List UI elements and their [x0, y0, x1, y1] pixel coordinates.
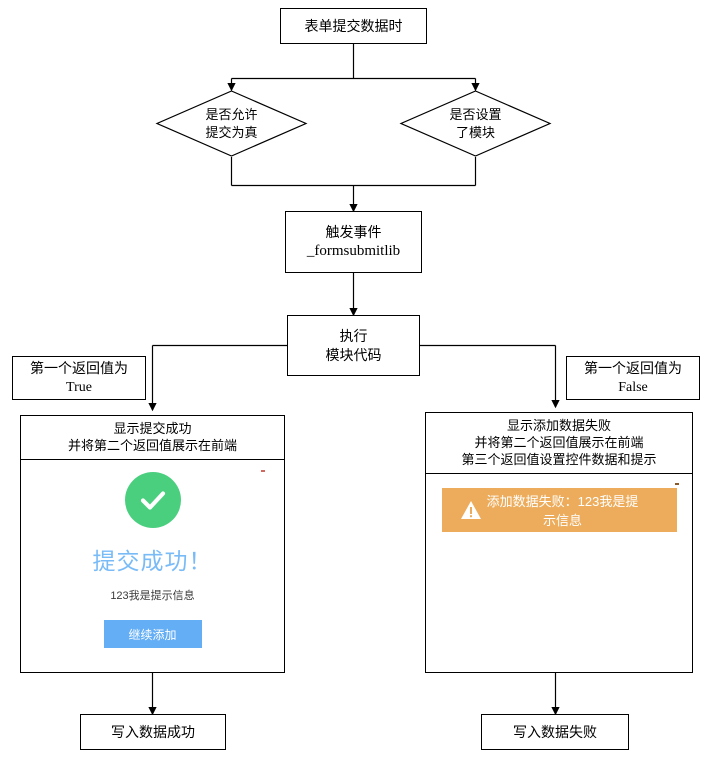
node-label: 写入数据成功 [111, 723, 195, 740]
error-result-panel: 显示添加数据失败 并将第二个返回值展示在前端 第三个返回值设置控件数据和提示 添… [425, 412, 693, 673]
node-write-data-success[interactable]: 写入数据成功 [80, 714, 226, 750]
success-screenshot: 提交成功！ 123我是提示信息 继续添加 [21, 460, 284, 672]
branch-label-return-false: 第一个返回值为 False [566, 356, 700, 400]
node-label-line2: 模块代码 [325, 346, 382, 363]
success-message: 123我是提示信息 [110, 590, 195, 602]
success-result-panel: 显示提交成功 并将第二个返回值展示在前端 提交成功！ 123我是提示信息 继续添… [20, 415, 285, 673]
decision-allow-submit-true[interactable]: 是否允许 提交为真 [155, 90, 308, 157]
node-write-data-failure[interactable]: 写入数据失败 [481, 714, 629, 750]
node-execute-module-code[interactable]: 执行 模块代码 [287, 315, 420, 376]
decision-module-configured[interactable]: 是否设置 了模块 [399, 90, 552, 157]
node-label-line1: 触发事件 [325, 224, 382, 240]
error-screenshot: 添加数据失败：123我是提示信息 [426, 474, 692, 672]
branch-label-line1: 第一个返回值为 [30, 360, 128, 376]
node-trigger-event[interactable]: 触发事件 _formsubmitlib [285, 211, 422, 273]
node-label: 写入数据失败 [513, 723, 597, 740]
error-alert-bar: 添加数据失败：123我是提示信息 [442, 488, 677, 532]
check-circle-icon [124, 472, 181, 528]
continue-add-button[interactable]: 继续添加 [103, 620, 202, 648]
error-alert-text: 添加数据失败：123我是提示信息 [486, 494, 639, 528]
success-panel-header: 显示提交成功 并将第二个返回值展示在前端 [21, 416, 284, 460]
node-label: 表单提交数据时 [304, 17, 403, 34]
warning-triangle-icon [461, 501, 481, 519]
node-form-submit-start[interactable]: 表单提交数据时 [280, 8, 427, 44]
stray-pixel-marker [675, 483, 679, 485]
error-panel-header: 显示添加数据失败 并将第二个返回值展示在前端 第三个返回值设置控件数据和提示 [426, 413, 692, 474]
success-title: 提交成功！ [92, 548, 213, 574]
branch-label-line1: 第一个返回值为 [584, 360, 682, 376]
stray-pixel-marker [261, 470, 265, 472]
node-label-line1: 执行 [339, 327, 368, 344]
branch-label-return-true: 第一个返回值为 True [12, 356, 146, 400]
branch-label-value: False [618, 380, 648, 395]
branch-label-value: True [66, 380, 92, 395]
node-label-line2: _formsubmitlib [306, 243, 401, 259]
